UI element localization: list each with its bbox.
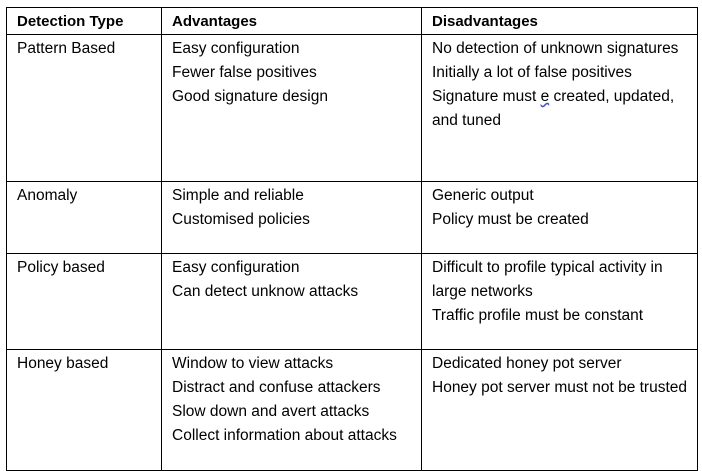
disadvantage-item: Signature must e created, updated, and t… (432, 85, 690, 133)
disadvantage-item: Generic output (432, 187, 534, 204)
disadvantage-item: Initially a lot of false positives (432, 64, 632, 81)
disadvantage-text: created, updated, and tuned (432, 88, 675, 129)
disadvantages-cell: Difficult to profile typical activity in… (421, 253, 698, 350)
disadvantage-text: Signature must (432, 88, 541, 105)
advantages-cell: Window to view attacks Distract and conf… (161, 349, 422, 471)
detection-type-cell: Policy based (6, 253, 162, 350)
header-advantages: Advantages (161, 7, 422, 35)
table-row: Policy based Easy configuration Can dete… (6, 253, 698, 350)
advantage-item: Simple and reliable (172, 187, 304, 204)
advantage-item: Easy configuration (172, 259, 300, 276)
disadvantage-item: Dedicated honey pot server (432, 355, 622, 372)
disadvantage-item: Policy must be created (432, 211, 589, 228)
advantage-item: Fewer false positives (172, 64, 317, 81)
disadvantages-cell: No detection of unknown signatures Initi… (421, 34, 698, 182)
advantage-item: Slow down and avert attacks (172, 403, 370, 420)
disadvantages-cell: Generic output Policy must be created (421, 181, 698, 254)
advantage-item: Easy configuration (172, 40, 300, 57)
advantage-item: Distract and confuse attackers (172, 379, 381, 396)
advantage-item: Can detect unknow attacks (172, 283, 359, 300)
detection-type-cell: Pattern Based (6, 34, 162, 182)
disadvantage-item: Difficult to profile typical activity in… (432, 259, 663, 300)
advantage-item: Window to view attacks (172, 355, 334, 372)
table-row: Honey based Window to view attacks Distr… (6, 349, 698, 471)
disadvantages-cell: Dedicated honey pot server Honey pot ser… (421, 349, 698, 471)
table-row: Anomaly Simple and reliable Customised p… (6, 181, 698, 254)
spellcheck-marked-text: e (540, 88, 550, 105)
detection-comparison-table: Detection Type Advantages Disadvantages … (6, 7, 698, 471)
advantage-item: Good signature design (172, 88, 328, 105)
disadvantage-item: No detection of unknown signatures (432, 40, 679, 57)
header-detection-type: Detection Type (6, 7, 162, 35)
advantages-cell: Simple and reliable Customised policies (161, 181, 422, 254)
detection-type-cell: Anomaly (6, 181, 162, 254)
advantages-cell: Easy configuration Fewer false positives… (161, 34, 422, 182)
header-disadvantages: Disadvantages (421, 7, 698, 35)
disadvantage-item: Traffic profile must be constant (432, 307, 644, 324)
table-row: Pattern Based Easy configuration Fewer f… (6, 34, 698, 182)
disadvantage-item: Honey pot server must not be trusted (432, 379, 688, 396)
advantages-cell: Easy configuration Can detect unknow att… (161, 253, 422, 350)
advantage-item: Customised policies (172, 211, 310, 228)
detection-type-cell: Honey based (6, 349, 162, 471)
header-row: Detection Type Advantages Disadvantages (6, 7, 698, 35)
advantage-item: Collect information about attacks (172, 427, 397, 444)
